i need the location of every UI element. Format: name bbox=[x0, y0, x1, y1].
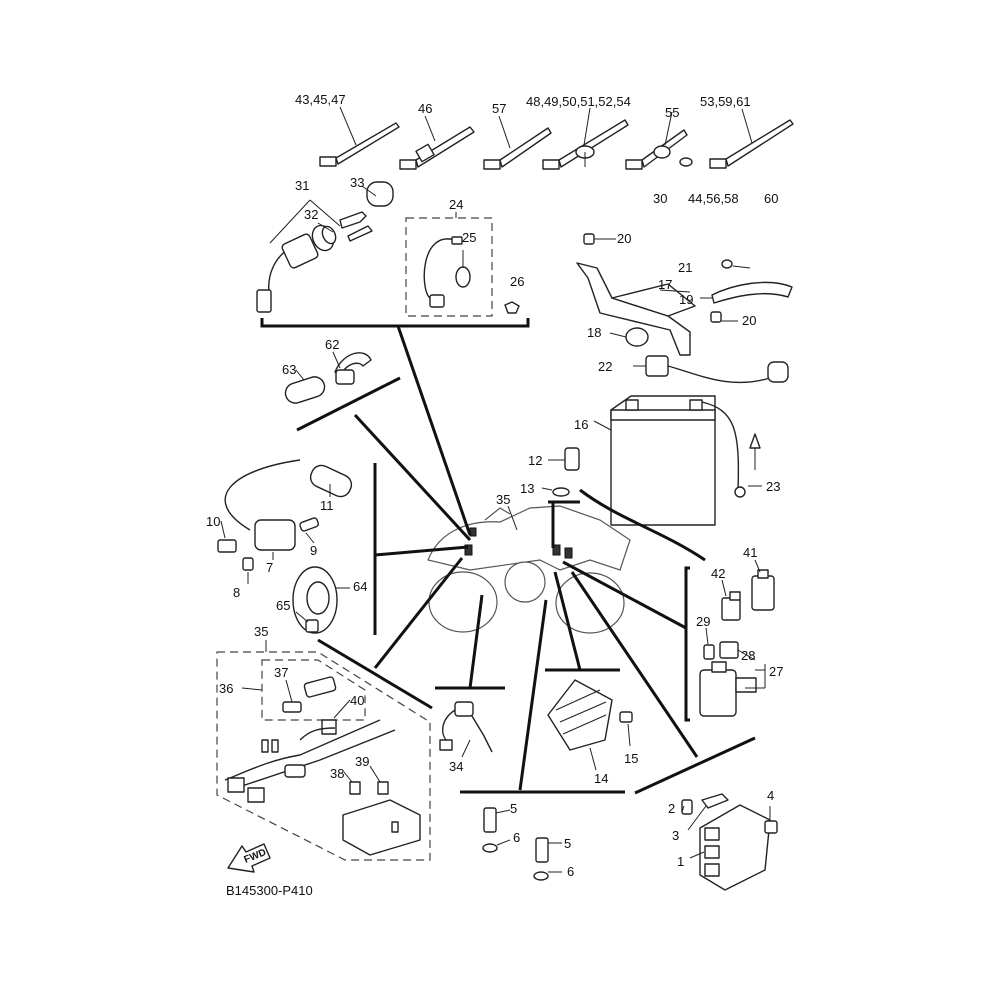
callout-18: 18 bbox=[587, 325, 601, 340]
cable-tie-55 bbox=[625, 111, 693, 170]
callout-65: 65 bbox=[276, 598, 290, 613]
callout-14: 14 bbox=[594, 771, 608, 786]
callout-2: 2 bbox=[668, 801, 675, 816]
callout-55: 55 bbox=[665, 105, 679, 120]
callout-64: 64 bbox=[353, 579, 367, 594]
callout-5a: 5 bbox=[510, 801, 517, 816]
callout-8: 8 bbox=[233, 585, 240, 600]
callout-44-56-58: 44,56,58 bbox=[688, 191, 739, 206]
callout-1: 1 bbox=[677, 854, 684, 869]
callout-62: 62 bbox=[325, 337, 339, 352]
cable-tie-46 bbox=[399, 115, 475, 170]
callout-43-45-47: 43,45,47 bbox=[295, 92, 346, 107]
cdi-unit bbox=[681, 793, 778, 891]
callout-6a: 6 bbox=[513, 830, 520, 845]
ignition-coil-group bbox=[217, 459, 353, 584]
callout-7: 7 bbox=[266, 560, 273, 575]
callout-20a: 20 bbox=[617, 231, 631, 246]
callout-35a: 35 bbox=[496, 492, 510, 507]
callout-39: 39 bbox=[355, 754, 369, 769]
callout-21: 21 bbox=[678, 260, 692, 275]
callout-17: 17 bbox=[658, 277, 672, 292]
callout-5b: 5 bbox=[564, 836, 571, 851]
callout-11: 11 bbox=[320, 498, 334, 513]
callout-36: 36 bbox=[219, 681, 233, 696]
switch-34 bbox=[439, 701, 493, 758]
cable-tie-53 bbox=[709, 108, 794, 169]
wire-harness-kit bbox=[216, 640, 431, 861]
battery-bracket-assembly bbox=[576, 233, 793, 526]
callout-38: 38 bbox=[330, 766, 344, 781]
callout-60: 60 bbox=[764, 191, 778, 206]
callout-34: 34 bbox=[449, 759, 463, 774]
callout-15: 15 bbox=[624, 751, 638, 766]
callout-labels: 43,45,47 46 57 48,49,50,51,52,54 55 53,5… bbox=[206, 92, 783, 898]
callout-3: 3 bbox=[672, 828, 679, 843]
callout-42: 42 bbox=[711, 566, 725, 581]
callout-20b: 20 bbox=[742, 313, 756, 328]
callout-35b: 35 bbox=[254, 624, 268, 639]
callout-12: 12 bbox=[528, 453, 542, 468]
main-switch-kit bbox=[256, 181, 520, 317]
callout-53-59-61: 53,59,61 bbox=[700, 94, 751, 109]
callout-32: 32 bbox=[304, 207, 318, 222]
fwd-arrow-icon: FWD bbox=[227, 843, 271, 873]
plug-cap-62-63 bbox=[284, 351, 372, 404]
callout-26: 26 bbox=[510, 274, 524, 289]
callout-22: 22 bbox=[598, 359, 612, 374]
sensor-12-13 bbox=[541, 447, 580, 497]
group-leader-lines bbox=[260, 318, 756, 795]
callout-48-49-50-51-52-54: 48,49,50,51,52,54 bbox=[526, 94, 631, 109]
cable-tie-43 bbox=[319, 106, 400, 167]
callout-9: 9 bbox=[310, 543, 317, 558]
callout-41: 41 bbox=[743, 545, 757, 560]
callout-10: 10 bbox=[206, 514, 220, 529]
horn-group bbox=[292, 566, 350, 634]
callout-33: 33 bbox=[350, 175, 364, 190]
cable-tie-57 bbox=[483, 115, 552, 170]
callout-25: 25 bbox=[462, 230, 476, 245]
relay-group bbox=[699, 559, 775, 717]
callout-13: 13 bbox=[520, 481, 534, 496]
callout-24: 24 bbox=[449, 197, 463, 212]
callout-31: 31 bbox=[295, 178, 309, 193]
diagram-code: B145300-P410 bbox=[226, 883, 313, 898]
callout-6b: 6 bbox=[567, 864, 574, 879]
callout-19: 19 bbox=[679, 292, 693, 307]
callout-57: 57 bbox=[492, 101, 506, 116]
callout-46: 46 bbox=[418, 101, 432, 116]
callout-40: 40 bbox=[350, 693, 364, 708]
callout-29: 29 bbox=[696, 614, 710, 629]
callout-37: 37 bbox=[274, 665, 288, 680]
callout-4: 4 bbox=[767, 788, 774, 803]
callout-63: 63 bbox=[282, 362, 296, 377]
sensors-5-6 bbox=[482, 807, 562, 881]
callout-23: 23 bbox=[766, 479, 780, 494]
atv-silhouette bbox=[427, 505, 631, 634]
rectifier-regulator bbox=[547, 679, 633, 771]
callout-28: 28 bbox=[741, 648, 755, 663]
callout-30: 30 bbox=[653, 191, 667, 206]
cable-tie-group bbox=[319, 106, 794, 170]
cable-tie-48 bbox=[542, 107, 629, 170]
callout-27: 27 bbox=[769, 664, 783, 679]
callout-16: 16 bbox=[574, 417, 588, 432]
